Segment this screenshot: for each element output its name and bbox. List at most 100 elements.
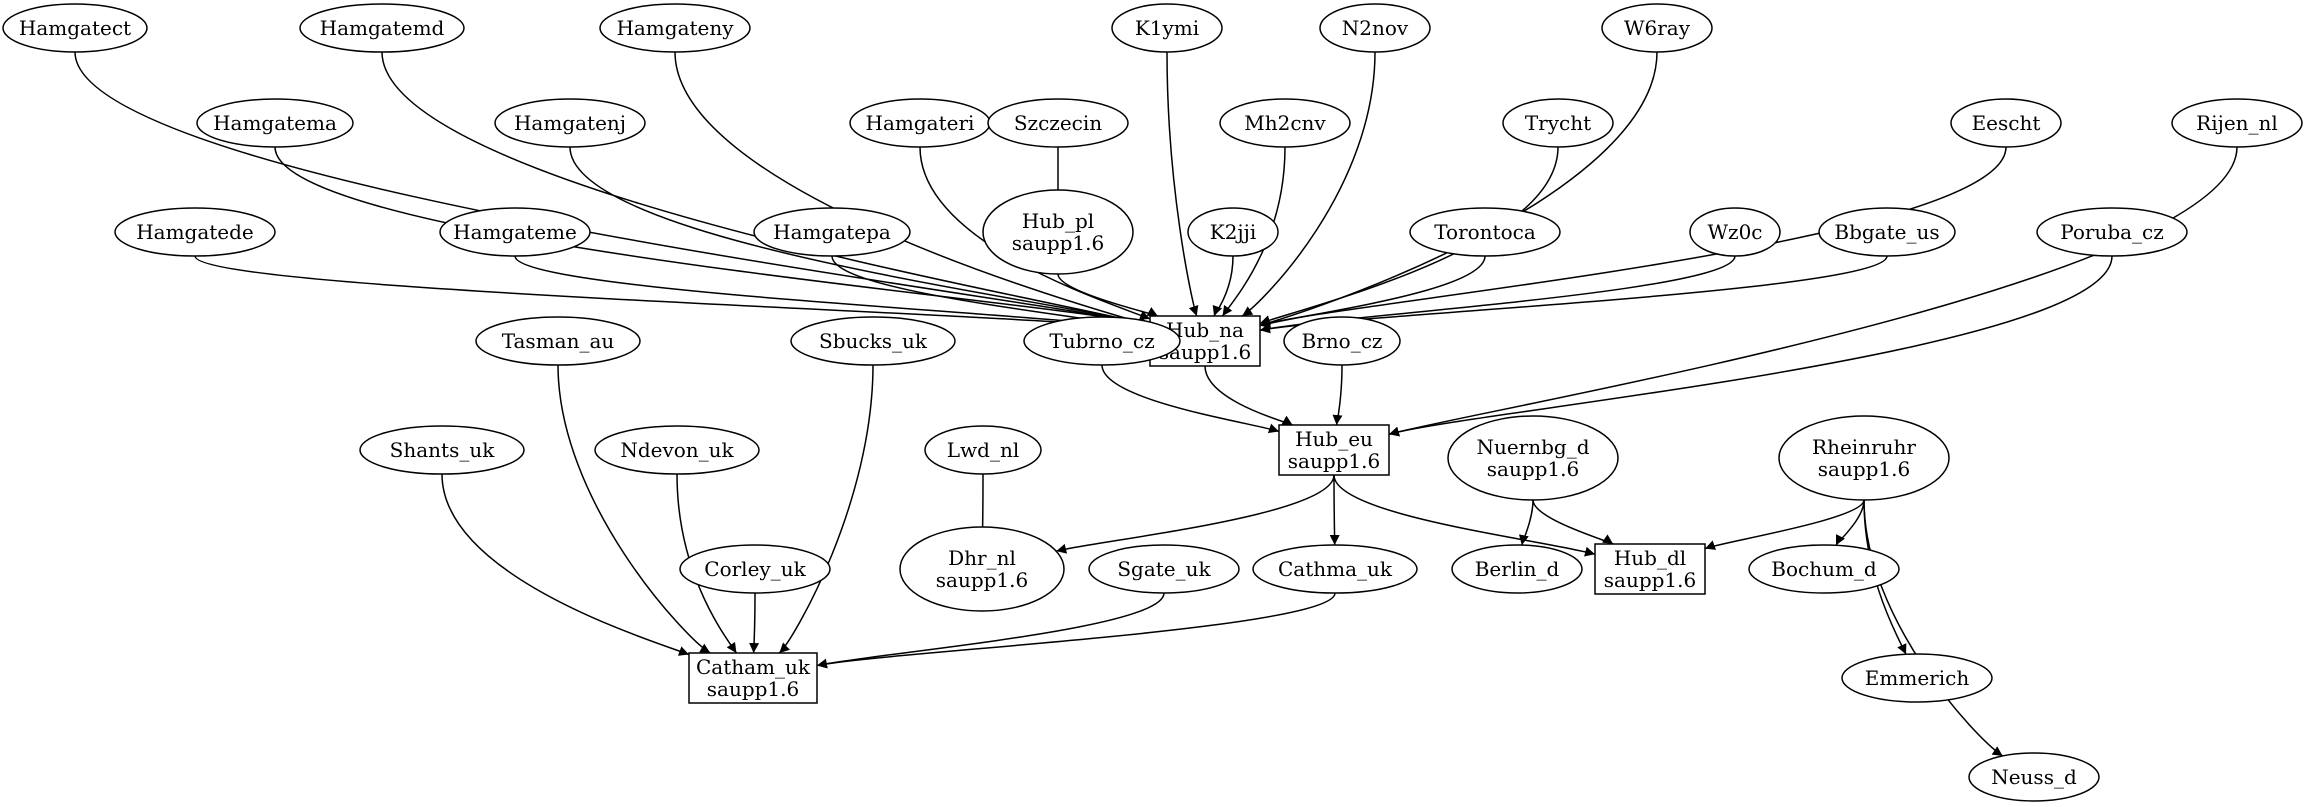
edge-corley-uk-to-catham-uk — [749, 592, 760, 654]
node-ellipse — [1778, 415, 1950, 501]
node-label: Trycht — [1525, 111, 1591, 135]
node-label: Mh2cnv — [1244, 111, 1326, 135]
edge-ndevon-uk-to-catham-uk — [676, 473, 738, 654]
node-k2jji: K2jji — [1187, 207, 1279, 257]
edge-hamgatema-to-hub-na — [274, 146, 1151, 328]
edge-mh2cnv-to-hub-na — [1221, 146, 1286, 317]
node-hamgatema: Hamgatema — [196, 98, 354, 148]
node-eescht: Eescht — [1950, 98, 2062, 148]
node-label: Hamgatect — [19, 16, 131, 40]
node-ellipse — [1023, 316, 1181, 366]
edge-poruba-cz-to-hub-eu — [1388, 255, 2113, 437]
node-label: Szczecin — [1014, 111, 1102, 135]
node-cathma-uk: Cathma_uk — [1252, 544, 1418, 594]
edge-rheinruhr-to-hub-dl — [1704, 499, 1865, 550]
node-bbgate-us: Bbgate_us — [1818, 207, 1956, 257]
edge-line — [74, 51, 1151, 328]
node-sgate-uk: Sgate_uk — [1088, 544, 1240, 594]
node-ellipse — [987, 98, 1129, 148]
node-tasman-au: Tasman_au — [475, 316, 641, 366]
edge-hub-na-to-hub-eu — [1204, 365, 1293, 426]
node-ellipse — [1451, 544, 1583, 594]
edge-line — [1329, 474, 1340, 546]
node-hamgatepa: Hamgatepa — [753, 207, 911, 257]
node-label: saupp1.6 — [1487, 457, 1579, 481]
edge-line — [1101, 364, 1280, 434]
node-ellipse — [982, 189, 1134, 275]
node-hamgatect: Hamgatect — [2, 3, 148, 53]
edge-hamgatede-to-hub-na — [194, 255, 1151, 334]
node-n2nov: N2nov — [1319, 3, 1431, 53]
node-ellipse — [2171, 98, 2303, 148]
node-ellipse — [2, 3, 148, 53]
node-hamgateme: Hamgateme — [439, 207, 591, 257]
node-ellipse — [196, 98, 354, 148]
edge-line — [1057, 273, 1159, 317]
node-label: Hamgatede — [136, 220, 254, 244]
edge-line — [1333, 474, 1596, 557]
node-label: Rheinruhr — [1812, 435, 1916, 459]
node-rijen-nl: Rijen_nl — [2171, 98, 2303, 148]
node-ellipse — [1447, 415, 1619, 501]
node-label: Hamgatemd — [320, 16, 445, 40]
edge-eescht-to-hub-na — [1259, 146, 2007, 328]
node-ellipse — [599, 3, 751, 53]
node-ellipse — [1689, 207, 1781, 257]
node-ellipse — [1601, 3, 1713, 53]
edge-line — [557, 364, 711, 654]
edge-line — [1259, 146, 2007, 328]
node-w6ray: W6ray — [1601, 3, 1713, 53]
node-box — [1594, 543, 1706, 595]
edge-line — [1259, 255, 1486, 328]
edge-n2nov-to-hub-na — [1241, 51, 1376, 317]
node-ellipse — [439, 207, 591, 257]
edge-line — [1518, 499, 1534, 546]
edge-line — [1241, 51, 1376, 317]
node-label: W6ray — [1624, 16, 1691, 40]
node-hamgatenj: Hamgatenj — [494, 98, 646, 148]
node-label: Hamgateme — [453, 220, 577, 244]
node-ellipse — [924, 425, 1042, 475]
edge-tubrno-cz-to-hub-eu — [1101, 364, 1280, 434]
node-ellipse — [299, 3, 465, 53]
node-label: Cathma_uk — [1278, 557, 1393, 581]
node-ellipse — [114, 207, 276, 257]
node-label: Neuss_d — [1991, 765, 2077, 789]
node-box — [1278, 424, 1390, 476]
node-label: Bochum_d — [1771, 557, 1877, 581]
edge-line — [674, 51, 1151, 328]
node-label: Sgate_uk — [1117, 557, 1211, 581]
edge-lwd-nl-to-dhr-nl — [977, 473, 988, 538]
node-ellipse — [1748, 544, 1900, 594]
edge-line — [274, 146, 1151, 328]
node-mh2cnv: Mh2cnv — [1219, 98, 1351, 148]
edge-hub-pl-to-hub-na — [1057, 273, 1159, 317]
edge-line — [1863, 499, 2004, 757]
edge-line — [816, 592, 1165, 669]
node-label: Tasman_au — [502, 329, 615, 353]
edge-hamgateny-to-hub-na — [674, 51, 1151, 328]
node-box — [688, 652, 818, 704]
node-label: N2nov — [1342, 16, 1409, 40]
node-label: Corley_uk — [704, 557, 806, 581]
edge-torontoca-to-hub-na — [1259, 255, 1486, 328]
edge-line — [977, 473, 988, 538]
node-label: Catham_uk — [696, 655, 811, 679]
node-label: Tubrno_cz — [1049, 329, 1154, 353]
edge-rheinruhr-to-bochum-d — [1835, 499, 1865, 546]
node-ellipse — [790, 316, 956, 366]
node-label: saupp1.6 — [1604, 568, 1696, 592]
edges-layer — [74, 51, 2238, 757]
node-shants-uk: Shants_uk — [359, 425, 525, 475]
edge-line — [1388, 146, 2238, 437]
edge-line — [1166, 51, 1199, 317]
node-hamgatede: Hamgatede — [114, 207, 276, 257]
edge-line — [1332, 364, 1343, 426]
edge-line — [1212, 255, 1234, 317]
edge-line — [569, 146, 1151, 328]
